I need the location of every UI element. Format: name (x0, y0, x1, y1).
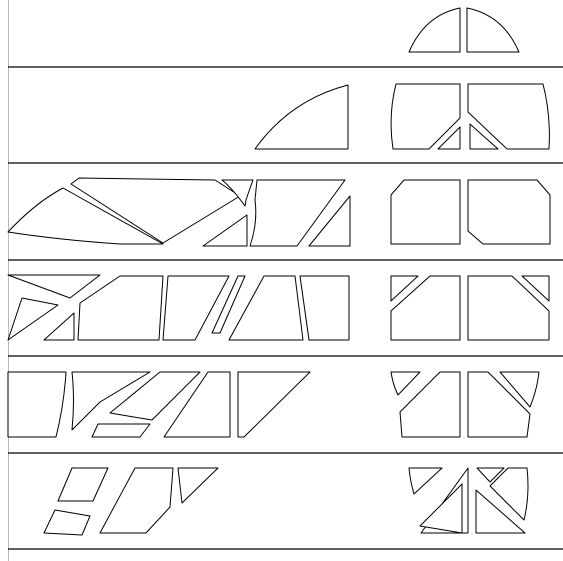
strip-6-wedge-small (44, 510, 90, 535)
strip-5-slant-b (238, 372, 310, 437)
strip-4-rectangle (300, 276, 349, 340)
strip-5-lower-band (92, 424, 150, 437)
strip-6-wedge-center (420, 484, 462, 533)
strip-4-chevron-left (8, 275, 100, 298)
strip-6-window-left-top (409, 468, 442, 494)
strip-3-triangle-left (203, 215, 247, 246)
strip-6-parallelogram-left (58, 468, 108, 501)
strip-3-octagon-right (468, 180, 550, 244)
strip-3-octagon-left (391, 180, 460, 244)
strip-5 (8, 372, 539, 437)
strip-6-arrow-tip (178, 468, 218, 503)
strip-1-dome-right (467, 8, 519, 52)
strip-6-slant-long (100, 468, 173, 533)
strip-4 (8, 275, 549, 340)
strip-2-quarter-arc (255, 85, 348, 149)
strip-5-window-left-top (391, 372, 420, 395)
strip-4-trapezoid-a (78, 276, 163, 340)
strip-2 (255, 84, 549, 149)
strip-6 (44, 468, 528, 535)
strip-5-bracket (8, 372, 66, 437)
strip-3 (8, 178, 550, 246)
strip-1 (409, 8, 519, 52)
strip-4-triangle-small (44, 313, 74, 340)
strip-1-dome-left (409, 8, 460, 52)
